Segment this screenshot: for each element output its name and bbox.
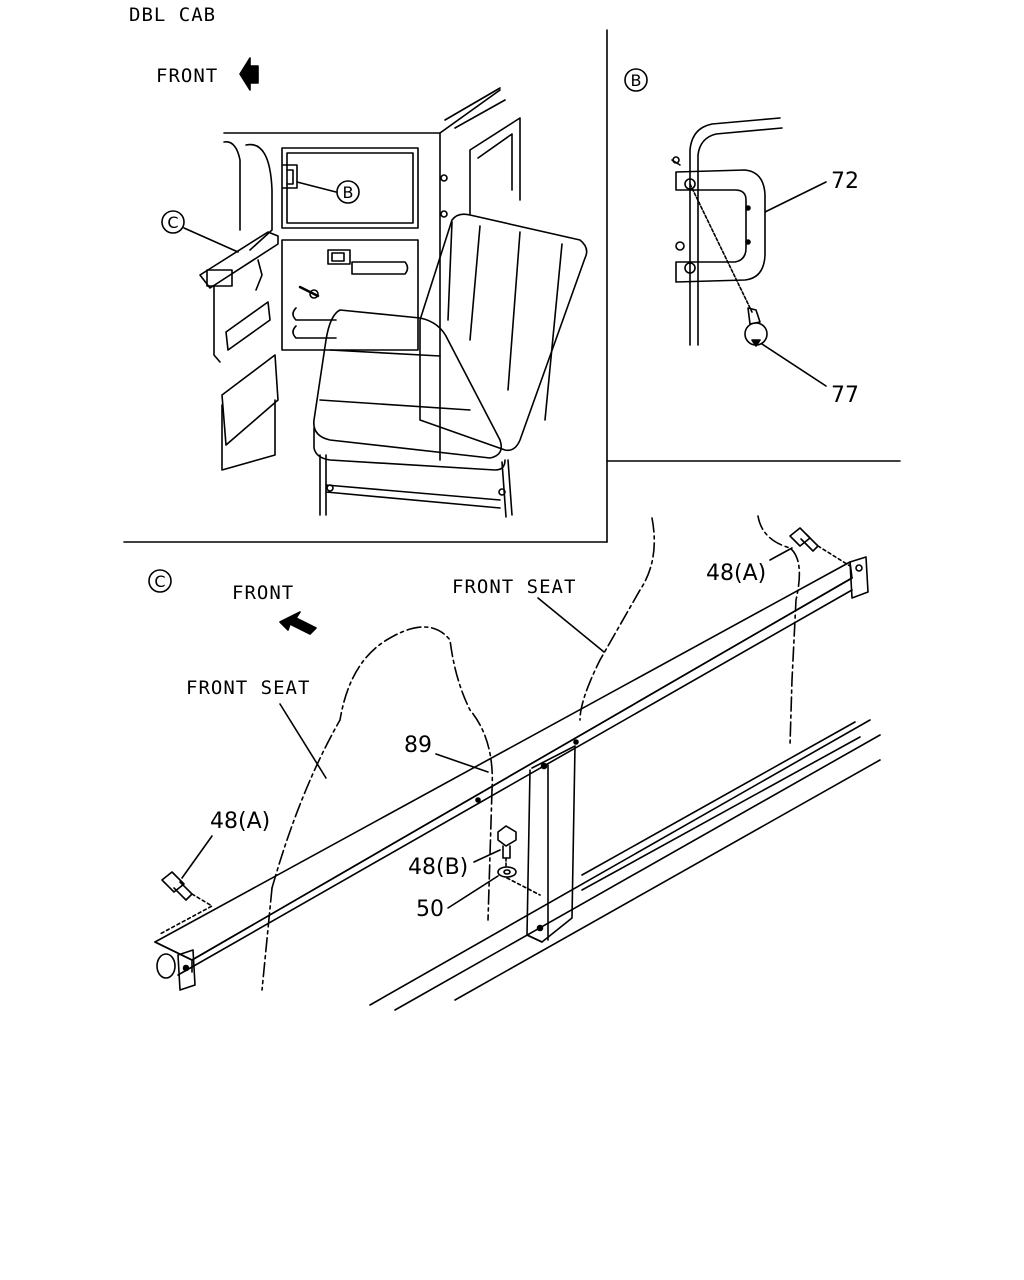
support-bracket [526,745,576,943]
part-48b-label: 48(B) [408,855,468,880]
callout-c-circle [161,210,185,234]
panel-c-marker: C [154,572,165,591]
bolt-48b [497,825,517,847]
part-48a-right-label: 48(A) [706,561,766,586]
crossmember-89 [154,561,853,961]
part-50-label: 50 [416,897,444,922]
panel-b-bracket-detail: B 72 77 [624,68,859,408]
part-48a-left-label: 48(A) [210,809,270,834]
callout-b-circle [336,180,360,204]
bolt-48a-right [789,527,811,547]
front-label-c: FRONT [232,582,294,604]
panel-frames [123,29,901,543]
washer-50 [497,866,517,878]
rear-seat-cushion [313,309,503,459]
panel-c-crossmember: C FRONT FRONT SEAT FRONT SEAT [148,515,881,1011]
rear-seat-backrest [419,213,588,452]
part-89-label: 89 [404,733,432,758]
front-seat-label-upper: FRONT SEAT [452,576,576,598]
panel-c-marker-circle [148,569,172,593]
front-arrow-icon [239,57,259,91]
panel-b-marker: B [631,71,642,90]
screw-77 [747,307,761,325]
panel-a-cab-interior: FRONT [156,57,588,518]
bolt-48a-left [161,871,185,893]
front-arrow-icon-c [279,611,317,635]
front-label-top: FRONT [156,65,218,87]
callout-b-label: B [343,183,354,202]
callout-c-label: C [167,213,178,232]
diagram-title: DBL CAB [129,4,216,26]
part-77-label: 77 [831,383,859,408]
bracket-72 [675,169,766,283]
panel-b-marker-circle [624,68,648,92]
front-seat-label-lower: FRONT SEAT [186,677,310,699]
part-72-label: 72 [831,169,859,194]
